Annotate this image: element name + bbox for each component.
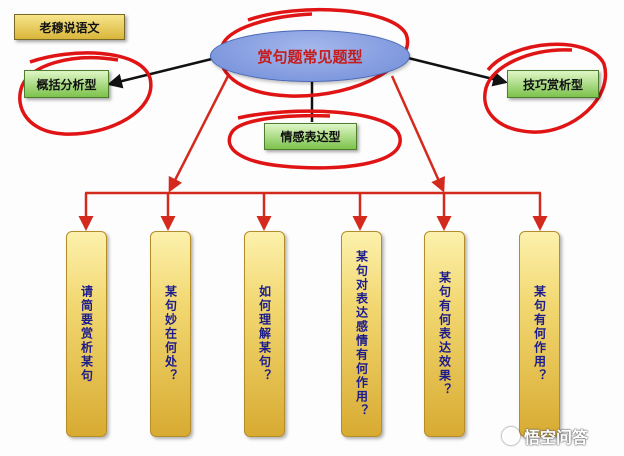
category-middle-box: 情感表达型	[264, 123, 357, 150]
question-pillar-6: 某句有何作用？	[519, 231, 560, 437]
category-middle-label: 情感表达型	[280, 130, 341, 144]
question-label-2: 某句妙在何处？	[163, 285, 178, 383]
annotation-circle-center	[218, 7, 410, 98]
central-topic-ellipse: 赏句题常见题型	[210, 30, 410, 82]
question-label-4: 某句对表达感情有何作用？	[354, 250, 369, 418]
central-topic-label: 赏句题常见题型	[257, 47, 363, 66]
red-arrow-right-diagonal	[390, 75, 445, 193]
category-left-box: 概括分析型	[24, 70, 109, 98]
question-label-1: 请简要赏析某句	[79, 285, 94, 383]
question-label-6: 某句有何作用？	[532, 285, 547, 383]
question-pillar-2: 某句妙在何处？	[150, 231, 191, 437]
question-pillar-5: 某句有何表达效果？	[424, 231, 465, 437]
category-right-box: 技巧赏析型	[507, 70, 599, 98]
annotation-circle-right	[483, 42, 608, 134]
category-right-label: 技巧赏析型	[522, 77, 583, 92]
watermark: 悟空问答	[502, 424, 588, 448]
annotation-circle-middle	[227, 109, 402, 170]
category-left-label: 概括分析型	[36, 77, 97, 92]
watermark-label: 悟空问答	[524, 428, 589, 447]
question-pillar-1: 请简要赏析某句	[66, 231, 107, 437]
question-label-5: 某句有何表达效果？	[437, 271, 452, 397]
question-pillar-3: 如何理解某句？	[244, 231, 285, 437]
watermark-logo-icon	[502, 427, 520, 445]
red-arrow-left-diagonal	[168, 75, 230, 193]
connector-to-right	[391, 52, 508, 87]
title-label: 老穆说语文	[14, 14, 125, 40]
question-label-3: 如何理解某句？	[257, 285, 272, 383]
question-pillar-4: 某句对表达感情有何作用？	[341, 231, 382, 437]
